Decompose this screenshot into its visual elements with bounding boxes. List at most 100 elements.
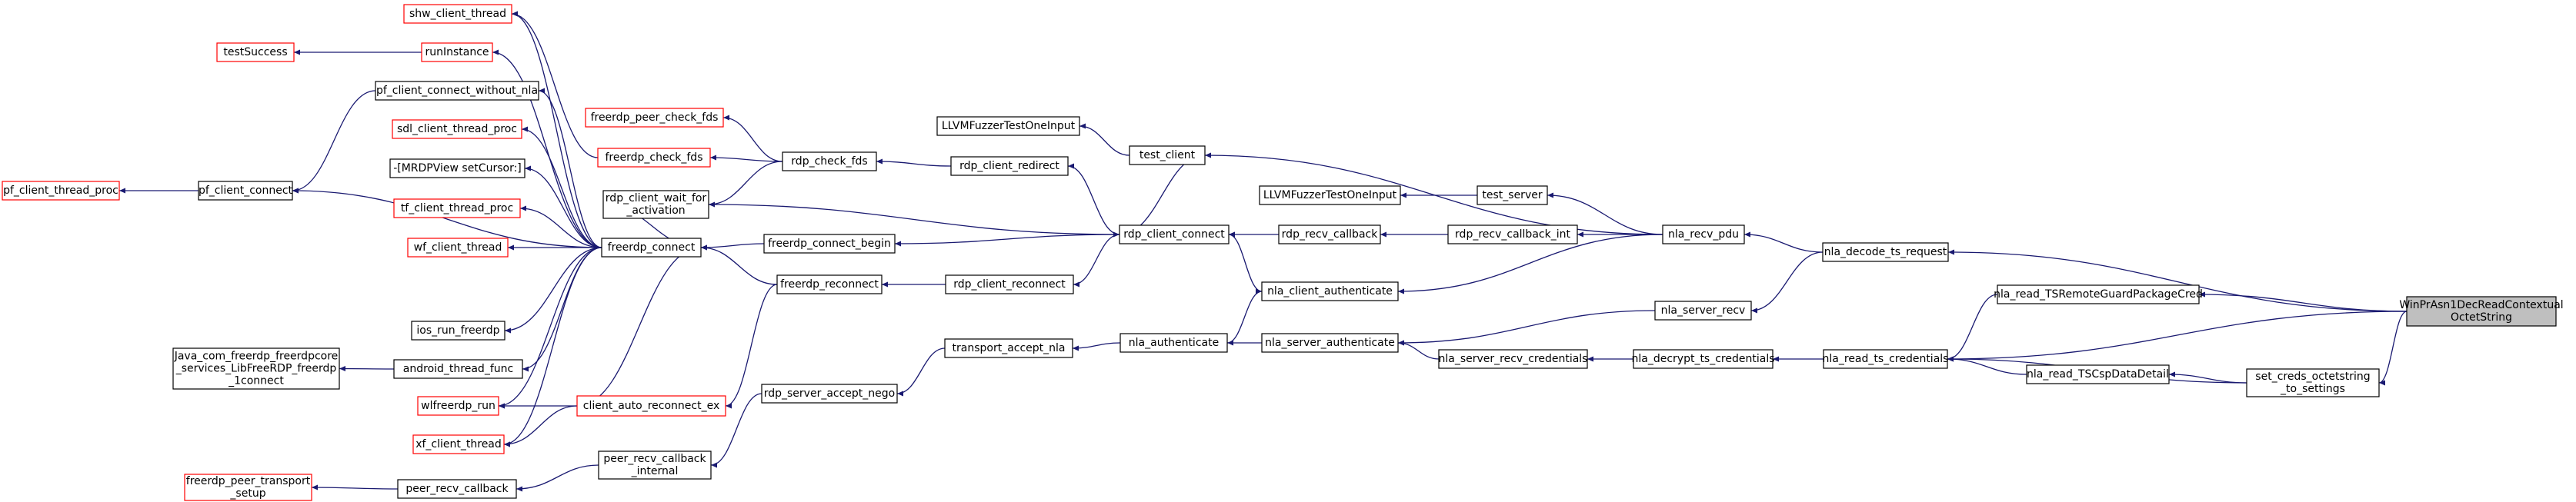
node-nla_server_authenticate[interactable]: nla_server_authenticate	[1261, 333, 1399, 353]
node-label: nla_read_TSCspDataDetail	[2027, 368, 2169, 381]
node-box	[389, 158, 526, 178]
edge-nla_decode_ts_request-to-root	[1947, 249, 2407, 312]
node-nla_read_TSRemoteGuardPackageCred[interactable]: nla_read_TSRemoteGuardPackageCred	[1994, 284, 2203, 304]
node-shw_client_thread[interactable]: shw_client_thread	[403, 4, 512, 24]
edge-transport_accept_nla-to-nla_authenticate	[1072, 342, 1121, 351]
node-box	[763, 234, 896, 254]
node-label: android_thread_func	[403, 363, 513, 375]
node-rdp_server_accept_nego[interactable]: rdp_server_accept_nego	[761, 384, 898, 404]
node-label: transport_accept_nla	[953, 342, 1066, 354]
node-box	[950, 156, 1069, 176]
edge-client_auto_reconnect_ex-to-freerdp_reconnect	[725, 284, 778, 409]
node-label: nla_server_recv	[1661, 304, 1746, 317]
node-label: -[MRDPView setCursor:]	[393, 162, 522, 175]
node-label: testSuccess	[223, 46, 287, 58]
node-box	[1633, 349, 1774, 369]
node-rdp_recv_callback[interactable]: rdp_recv_callback	[1278, 224, 1381, 244]
node-pf_client_thread_proc[interactable]: pf_client_thread_proc	[2, 181, 120, 201]
node-nla_read_ts_credentials[interactable]: nla_read_ts_credentials	[1823, 349, 1949, 369]
node-test_server[interactable]: test_server	[1477, 185, 1548, 205]
node-label: test_client	[1140, 149, 1196, 161]
node-peer_recv_callback_internal[interactable]: peer_recv_callback_internal	[598, 450, 712, 480]
node-label: rdp_check_fds	[791, 155, 867, 168]
edge-rdp_client_connect-to-nla_client_authenticate	[1228, 231, 1263, 292]
node-label: freerdp_check_fds	[606, 151, 703, 164]
node-label: freerdp_peer_transport	[186, 475, 311, 487]
node-box	[375, 81, 539, 101]
node-rdp_check_fds[interactable]: rdp_check_fds	[782, 151, 877, 171]
node-rdp_client_wait_for_activation[interactable]: rdp_client_wait_for_activation	[602, 190, 709, 219]
node-nla_client_authenticate[interactable]: nla_client_authenticate	[1261, 281, 1399, 301]
edge-peer_recv_callback-to-peer_recv_callback_internal	[516, 464, 599, 492]
edge-nla_server_authenticate-to-nla_server_recv_credentials	[1397, 340, 1440, 360]
node-client_auto_reconnect_ex[interactable]: client_auto_reconnect_ex	[576, 395, 726, 417]
node-label: nla_server_recv_credentials	[1439, 353, 1588, 365]
node-android_thread_func[interactable]: android_thread_func	[393, 359, 523, 379]
node-box	[216, 42, 295, 62]
node-label: nla_recv_pdu	[1668, 228, 1739, 241]
node-label: LLVMFuzzerTestOneInput	[1263, 189, 1397, 201]
node-box	[411, 321, 506, 341]
edge-freerdp_connect-to-freerdp_reconnect	[700, 244, 778, 285]
node-peer_recv_callback[interactable]: peer_recv_callback	[397, 479, 517, 499]
node-rdp_client_connect[interactable]: rdp_client_connect	[1119, 224, 1230, 244]
node-nla_server_recv[interactable]: nla_server_recv	[1654, 301, 1752, 321]
node-runInstance[interactable]: runInstance	[421, 42, 493, 62]
node-box	[407, 238, 509, 258]
node-nla_server_recv_credentials[interactable]: nla_server_recv_credentials	[1438, 349, 1588, 369]
node-nla_authenticate[interactable]: nla_authenticate	[1119, 333, 1228, 353]
node-nla_decrypt_ts_credentials[interactable]: nla_decrypt_ts_credentials	[1631, 349, 1775, 369]
node-LLVMFuzzer2[interactable]: LLVMFuzzerTestOneInput	[1259, 185, 1401, 205]
edge-xf_client_thread-to-freerdp_connect	[503, 247, 602, 447]
edge-test_server-to-nla_recv_pdu	[1547, 192, 1663, 235]
node-nla_decode_ts_request[interactable]: nla_decode_ts_request	[1822, 242, 1949, 262]
node-freerdp_check_fds[interactable]: freerdp_check_fds	[597, 148, 711, 168]
node-java_connect[interactable]: Java_com_freerdp_freerdpcore_services_Li…	[172, 347, 340, 390]
node-label: freerdp_connect	[608, 241, 696, 254]
node-rdp_client_redirect[interactable]: rdp_client_redirect	[950, 156, 1069, 176]
edge-nla_read_ts_credentials-to-root	[1947, 311, 2407, 362]
node-set_creds_octetstring_to_settings[interactable]: set_creds_octetstring_to_settings	[2246, 368, 2380, 397]
node-freerdp_reconnect[interactable]: freerdp_reconnect	[776, 274, 883, 294]
node-box	[1654, 301, 1752, 321]
node-freerdp_peer_transport_setup[interactable]: freerdp_peer_transport_setup	[184, 474, 312, 501]
node-testSuccess[interactable]: testSuccess	[216, 42, 295, 62]
node-label: test_server	[1482, 189, 1542, 201]
node-freerdp_connect[interactable]: freerdp_connect	[601, 238, 702, 258]
node-label: xf_client_thread	[415, 438, 502, 450]
node-LLVMFuzzer1[interactable]: LLVMFuzzerTestOneInput	[936, 116, 1080, 136]
node-box	[1822, 242, 1949, 262]
edge-rdp_client_reconnect-to-rdp_client_connect	[1073, 234, 1120, 288]
node-box	[601, 238, 702, 258]
node-nla_recv_pdu[interactable]: nla_recv_pdu	[1662, 224, 1745, 244]
node-test_client[interactable]: test_client	[1129, 145, 1206, 165]
node-xf_client_thread[interactable]: xf_client_thread	[412, 434, 505, 454]
node-sdl_client_thread_proc[interactable]: sdl_client_thread_proc	[392, 119, 522, 139]
node-wf_client_thread[interactable]: wf_client_thread	[407, 238, 509, 258]
node-MRDPView_setCursor[interactable]: -[MRDPView setCursor:]	[389, 158, 526, 178]
node-box	[1662, 224, 1745, 244]
node-freerdp_connect_begin[interactable]: freerdp_connect_begin	[763, 234, 896, 254]
edge-peer_recv_callback_internal-to-rdp_server_accept_nego	[710, 393, 762, 468]
node-tf_client_thread_proc[interactable]: tf_client_thread_proc	[393, 198, 521, 218]
node-ios_run_freerdp[interactable]: ios_run_freerdp	[411, 321, 506, 341]
node-box	[1261, 333, 1399, 353]
node-rdp_client_reconnect[interactable]: rdp_client_reconnect	[945, 274, 1074, 294]
node-freerdp_peer_check_fds[interactable]: freerdp_peer_check_fds	[585, 108, 724, 128]
edge-sdl_client_thread_proc-to-freerdp_connect	[521, 126, 602, 248]
node-label: nla_decrypt_ts_credentials	[1631, 353, 1774, 365]
node-transport_accept_nla[interactable]: transport_accept_nla	[944, 338, 1073, 358]
node-pf_client_connect_without_nla[interactable]: pf_client_connect_without_nla	[375, 81, 539, 101]
node-wlfreerdp_run[interactable]: wlfreerdp_run	[417, 396, 499, 416]
node-box	[2406, 296, 2557, 327]
edge-nla_recv_pdu-to-nla_decode_ts_request	[1743, 231, 1824, 253]
node-label: _1connect	[228, 375, 284, 387]
node-nla_read_TSCspDataDetail[interactable]: nla_read_TSCspDataDetail	[2026, 364, 2170, 384]
edge-rdp_check_fds-to-rdp_client_redirect	[876, 158, 952, 167]
node-label: rdp_client_wait_for	[606, 192, 707, 204]
edge-freerdp_peer_check_fds-to-rdp_check_fds	[722, 115, 783, 162]
node-pf_client_connect[interactable]: pf_client_connect	[198, 181, 293, 201]
node-rdp_recv_callback_int[interactable]: rdp_recv_callback_int	[1447, 224, 1578, 244]
